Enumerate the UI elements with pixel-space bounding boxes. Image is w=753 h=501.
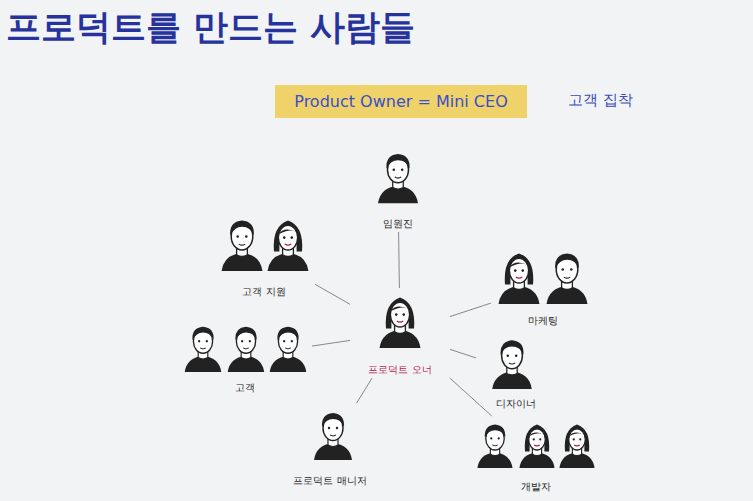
node-label: 임원진 xyxy=(381,218,415,230)
connector-line xyxy=(312,340,350,346)
people-group: 임원진 xyxy=(362,145,434,230)
title-box: Product Owner = Mini CEO xyxy=(275,85,527,118)
people-group: 마케팅 xyxy=(493,245,593,327)
connector-line xyxy=(315,284,350,304)
node-label: 고객 지원 xyxy=(240,286,287,298)
page-title: 프로덕트를 만드는 사람들 xyxy=(6,4,415,51)
connector-line xyxy=(450,349,476,358)
node-label: 고객 xyxy=(233,382,257,394)
people-group: 디자이너 xyxy=(478,332,554,410)
connector-line xyxy=(450,378,492,416)
people-group: 고객 xyxy=(180,318,310,394)
node-label: 마케팅 xyxy=(526,315,560,327)
node-label: 프로덕트 매니저 xyxy=(291,475,368,487)
connector-line xyxy=(357,378,372,403)
people-group: 개발자 xyxy=(473,418,598,493)
node-label: 디자이너 xyxy=(494,398,538,410)
product-owner: 프로덕트 오너 xyxy=(352,290,448,376)
node-label: 개발자 xyxy=(519,481,553,493)
note-label: 고객 집착 xyxy=(568,91,633,110)
people-group: 프로덕트 매니저 xyxy=(278,405,382,487)
connector-line xyxy=(450,303,491,316)
people-group: 고객 지원 xyxy=(215,212,313,298)
connector-line xyxy=(398,232,400,288)
node-label: 프로덕트 오너 xyxy=(366,364,433,376)
node-label: Product Owner = Mini CEO xyxy=(292,92,509,111)
